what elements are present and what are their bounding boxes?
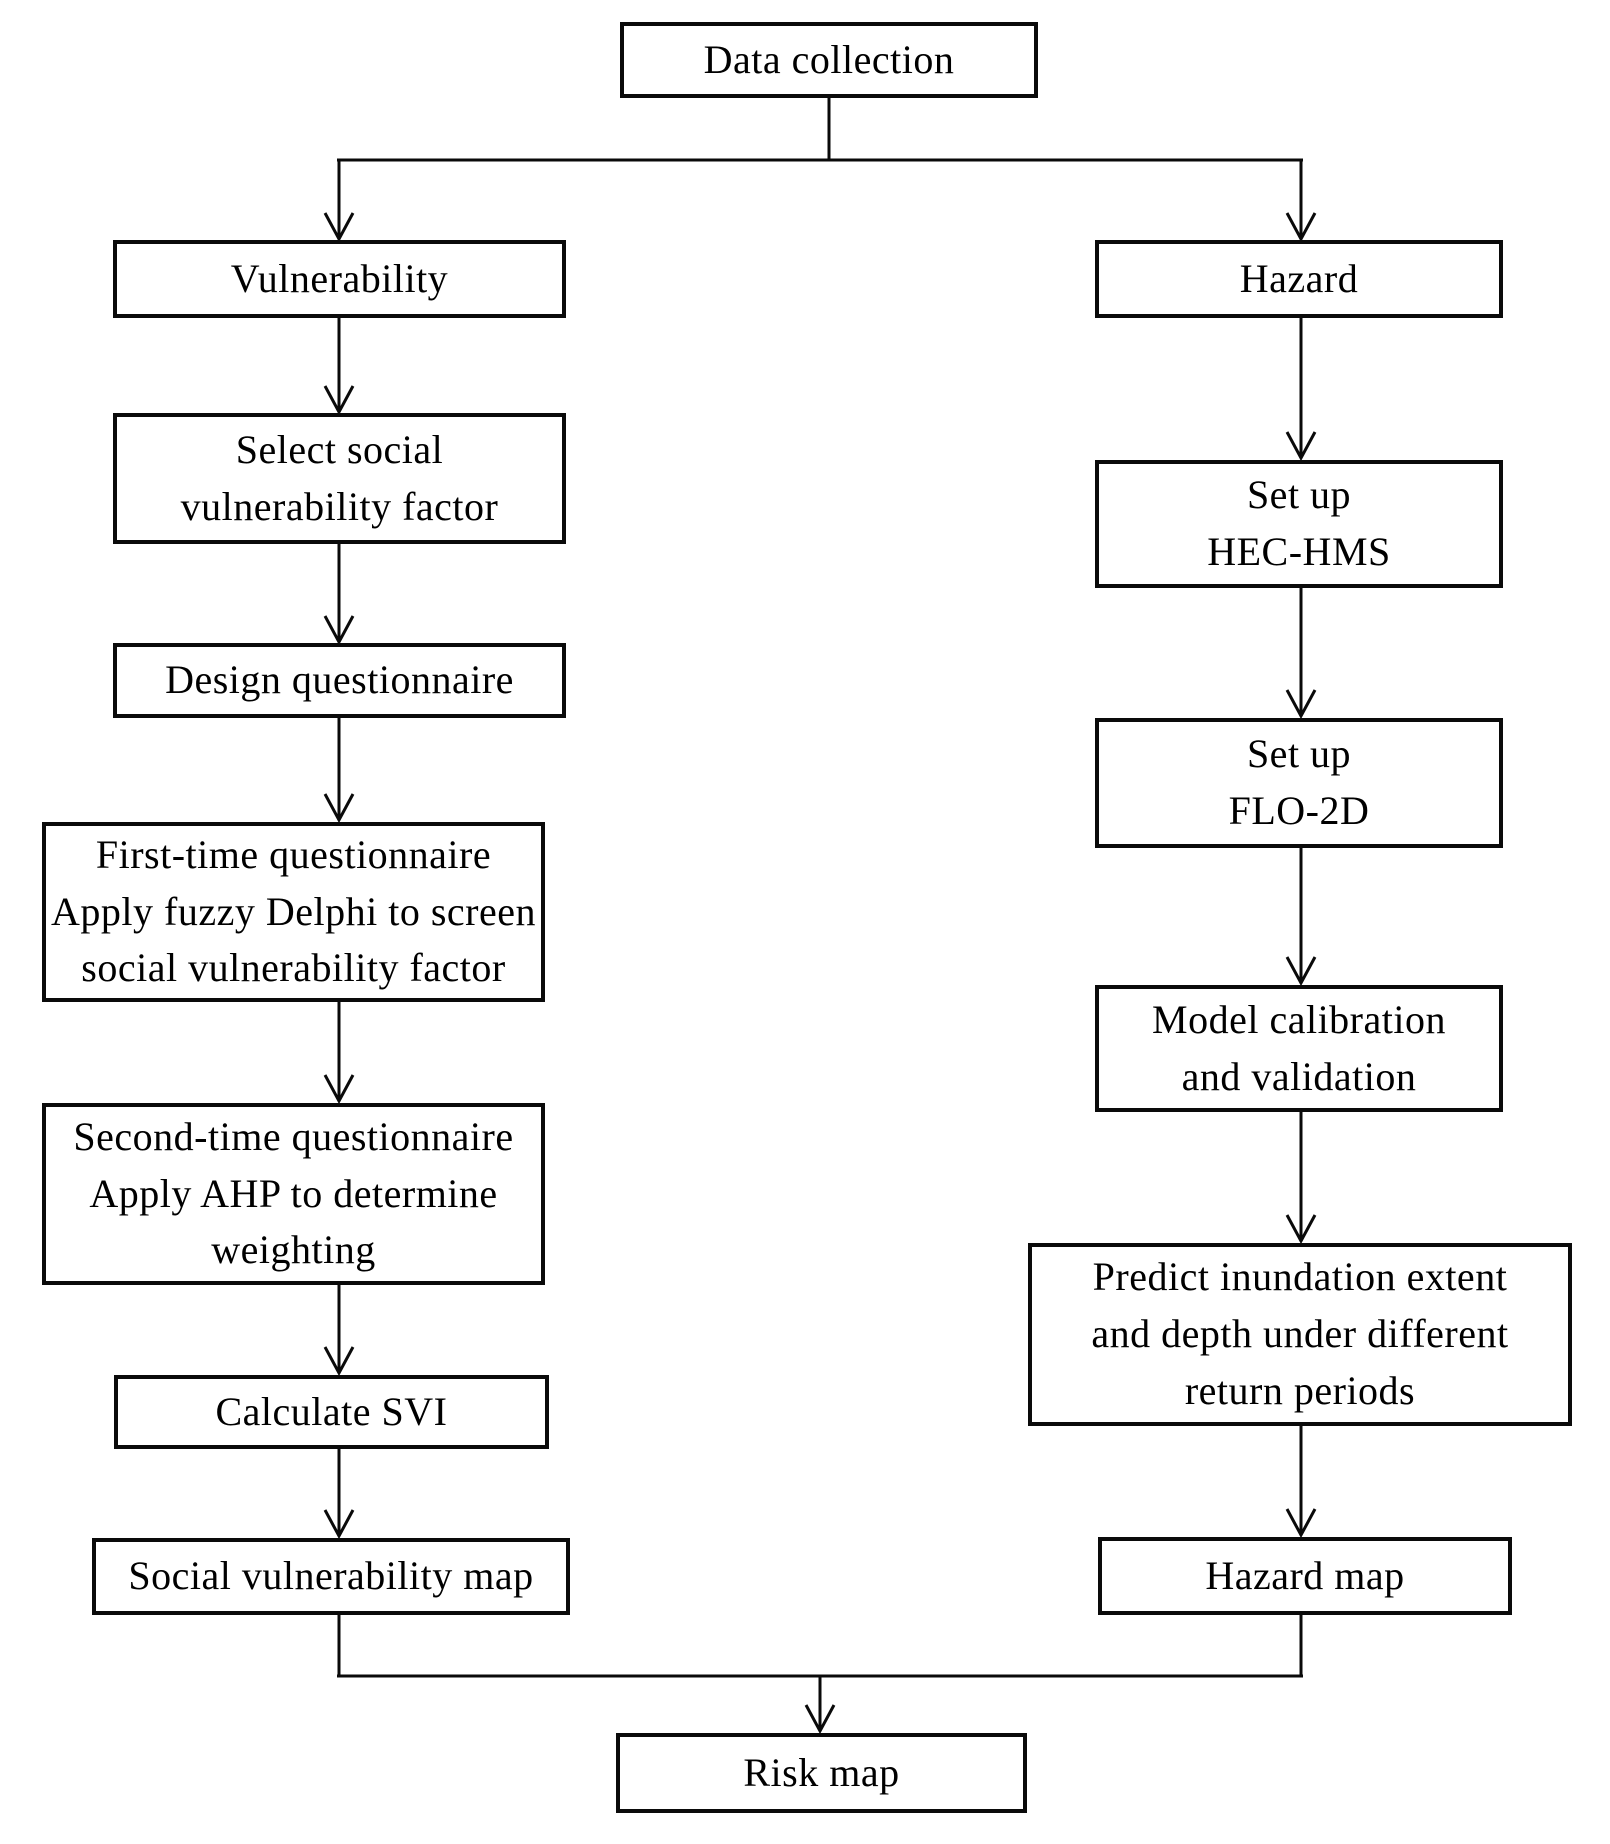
edge-to-riskmap-arrow — [804, 1676, 836, 1735]
node-set-up-hec-hms: Set up HEC-HMS — [1095, 460, 1503, 588]
edge-svi-to-socialmap-arrow — [323, 1449, 355, 1540]
edge-to-hazard-arrow — [1285, 160, 1317, 243]
node-vulnerability: Vulnerability — [113, 240, 566, 318]
edge-flo2d-to-calibration-arrow — [1285, 848, 1317, 987]
edge-to-vulnerability-arrow — [323, 160, 355, 243]
node-social-vulnerability-map: Social vulnerability map — [92, 1538, 570, 1615]
node-hazard-map: Hazard map — [1098, 1537, 1512, 1615]
node-design-questionnaire: Design questionnaire — [113, 643, 566, 718]
node-calculate-svi: Calculate SVI — [114, 1375, 549, 1449]
node-predict-inundation-extent: Predict inundation extent and depth unde… — [1028, 1243, 1572, 1426]
edge-first-to-second-arrow — [323, 1001, 355, 1105]
edge-vulnerability-to-select-arrow — [323, 317, 355, 416]
edge-select-to-design-arrow — [323, 544, 355, 646]
edge-hazard-to-hechms-arrow — [1285, 318, 1317, 462]
node-hazard: Hazard — [1095, 240, 1503, 318]
edge-calibration-to-predict-arrow — [1285, 1112, 1317, 1245]
node-data-collection: Data collection — [620, 22, 1038, 98]
edge-design-to-first-arrow — [323, 718, 355, 824]
edge-second-to-svi-arrow — [323, 1285, 355, 1377]
node-risk-map: Risk map — [616, 1733, 1027, 1813]
node-select-social-vulnerability-factor: Select social vulnerability factor — [113, 413, 566, 544]
node-second-time-questionnaire: Second-time questionnaire Apply AHP to d… — [42, 1103, 545, 1285]
node-model-calibration-and-validation: Model calibration and validation — [1095, 985, 1503, 1112]
edge-hechms-to-flo2d-arrow — [1285, 588, 1317, 720]
node-first-time-questionnaire: First-time questionnaire Apply fuzzy Del… — [42, 822, 545, 1002]
edge-predict-to-hazardmap-arrow — [1285, 1426, 1317, 1539]
node-set-up-flo-2d: Set up FLO-2D — [1095, 718, 1503, 848]
